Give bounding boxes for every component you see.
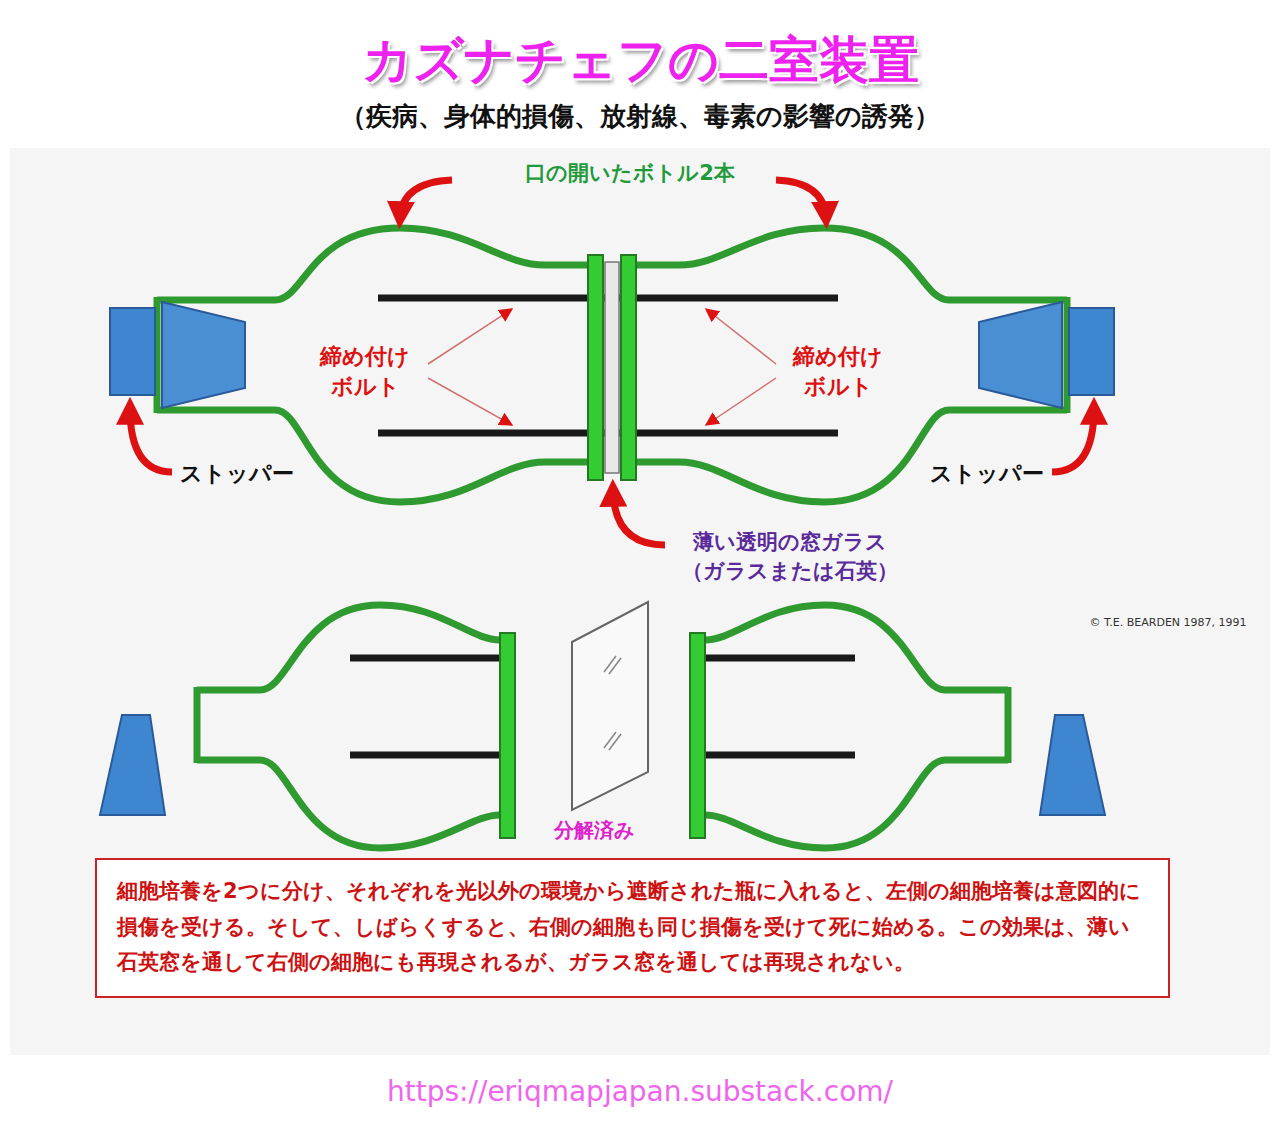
bolt	[705, 655, 855, 662]
leader-line	[428, 309, 512, 364]
bolt	[350, 752, 500, 759]
diagram-ground	[10, 148, 1270, 1055]
copyright-note: © T.E. BEARDEN 1987, 1991	[1089, 616, 1246, 629]
window-glass	[605, 262, 619, 473]
glass-glint	[604, 656, 616, 672]
stopper	[1040, 715, 1105, 815]
stopper	[1069, 308, 1114, 395]
callout-arrow	[613, 490, 665, 545]
stopper	[979, 302, 1062, 408]
part-label: 締め付け ボルト	[788, 342, 888, 401]
bottle-outline	[197, 605, 500, 690]
source-url: https://eriqmapjapan.substack.com/	[387, 1075, 893, 1108]
glass-glint	[609, 734, 621, 750]
flange	[690, 633, 705, 838]
stopper	[100, 715, 165, 815]
callout-arrow	[130, 408, 172, 472]
leader-line	[706, 378, 776, 425]
bottle-outline	[705, 605, 1008, 690]
flange	[621, 255, 636, 480]
part-label: 締め付け ボルト	[315, 342, 415, 401]
glass-glint	[609, 658, 621, 674]
state-label: 分解済み	[554, 817, 634, 844]
glass-glint	[604, 732, 616, 748]
disassembled-bottle	[100, 605, 515, 848]
bottle-outline	[157, 228, 590, 300]
part-label: 口の開いたボトル2本	[525, 159, 735, 187]
flange	[588, 255, 603, 480]
title: カズナチェフの二室装置	[362, 27, 919, 94]
stopper	[110, 308, 155, 395]
caption-box: 細胞培養を2つに分け、それぞれを光以外の環境から遮断された瓶に入れると、左側の細…	[95, 858, 1170, 998]
bolt	[350, 655, 500, 662]
bottle-outline	[634, 228, 1067, 300]
window-pane	[572, 602, 648, 810]
stopper	[162, 302, 245, 408]
caption-text: 細胞培養を2つに分け、それぞれを光以外の環境から遮断された瓶に入れると、左側の細…	[117, 874, 1148, 981]
callout-arrow	[1052, 408, 1094, 472]
bottle-outline	[157, 410, 590, 502]
disassembled-bottle	[690, 605, 1105, 848]
bottle-outline	[705, 760, 1008, 848]
leader-line	[706, 309, 776, 364]
bottle-assembly	[110, 228, 1114, 502]
bottle-outline	[197, 760, 500, 848]
leader-line	[428, 378, 512, 425]
callout-arrow	[776, 180, 826, 218]
part-label: ストッパー	[930, 459, 1044, 489]
subtitle: （疾病、身体的損傷、放射線、毒素の影響の誘発）	[340, 99, 940, 134]
part-label: ストッパー	[180, 459, 294, 489]
bolt	[705, 752, 855, 759]
bottle-outline	[634, 410, 1067, 502]
callout-arrow	[400, 180, 452, 218]
glass-pane	[572, 602, 648, 810]
part-label: 薄い透明の窓ガラス （ガラスまたは石英）	[670, 528, 910, 587]
bottle-mouth	[194, 687, 201, 763]
bottle-mouth	[1005, 687, 1012, 763]
flange	[500, 633, 515, 838]
